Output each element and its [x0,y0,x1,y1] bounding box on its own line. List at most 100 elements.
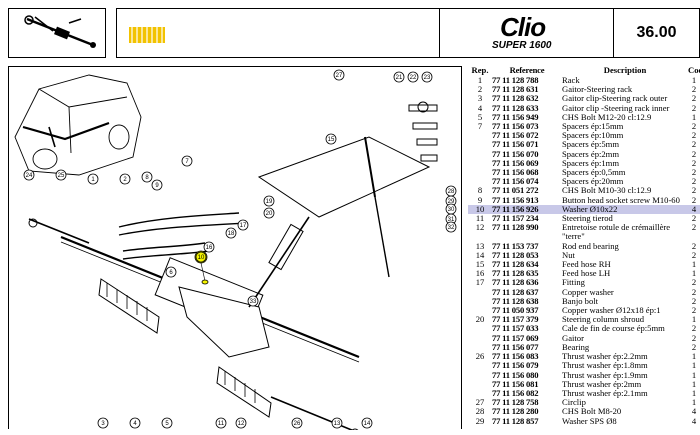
row-description: Copper washer Ø12x18 ép:1 [562,306,661,316]
row-description: Thrust washer ép:2mm [562,379,642,389]
callout-3: 3 [97,417,109,429]
callout-8: 8 [141,171,153,183]
callout-circle [87,173,99,185]
header-description: Description [603,66,647,75]
callout-label: 5 [165,421,169,427]
callout-19: 19 [263,195,275,207]
row-coef: 2 [691,240,697,251]
callout-label: 10 [198,255,205,261]
page-number-text: 36.00 [636,24,677,41]
row-rep: 2 [477,84,483,95]
row-rep [468,324,492,333]
row-description: Circlip [562,398,586,408]
callout-label: 16 [206,245,213,251]
row-description: Steering column shroud [562,315,645,325]
callout-label: 33 [250,299,257,305]
row-description: Button head socket screw M10-60 [562,195,680,205]
table-row[interactable]: "terre" [468,232,700,241]
callout-circle [263,195,275,207]
row-coef: 2 [691,286,697,297]
row-rep [468,297,492,306]
row-reference: 77 11 156 071 [492,139,539,150]
rack-assembly [28,218,360,435]
row-description: Feed hose LH [562,269,611,279]
table-row[interactable]: 77 11 157 033 Cale de fin de course ép:5m… [468,324,700,333]
row-description: Steering tierod [562,214,613,224]
row-coef: 1 [691,387,697,398]
row-coef: 2 [691,93,697,104]
row-description: Gaitor-Steering rack [562,85,633,95]
row-reference: 77 11 128 053 [492,249,539,260]
parts-table-header: Rep. Reference Description Coef [468,65,700,76]
row-description: Cale de fin de course ép:5mm [562,324,665,334]
callout-14: 14 [361,417,373,429]
row-description: Thrust washer ép:1.9mm [562,370,648,380]
row-rep [468,150,492,159]
row-coef: 2 [691,185,697,196]
row-rep: 5 [477,111,483,122]
row-description: Thrust washer ép:2.1mm [562,388,648,398]
car-illustration [14,74,142,176]
callout-27: 27 [333,69,345,81]
row-coef: 2 [691,194,697,205]
row-rep [468,159,492,168]
row-coef: 1 [691,111,697,122]
callout-1: 1 [87,173,99,185]
row-reference: 77 11 128 636 [492,277,539,288]
callout-circle [325,133,337,145]
callout-26: 26 [291,417,303,429]
callout-5: 5 [161,417,173,429]
callout-label: 3 [101,421,105,427]
row-reference: 77 11 157 033 [492,323,539,334]
callout-circle [165,266,177,278]
row-reference: 77 11 156 070 [492,148,539,159]
row-reference: 77 11 128 280 [492,406,539,417]
callout-label: 24 [26,173,33,179]
row-reference: 77 11 156 080 [492,369,539,380]
row-reference: 77 11 156 074 [492,176,539,187]
row-description: Feed hose RH [562,260,611,270]
row-description: Gaitor [562,333,584,343]
callout-circle [161,417,173,429]
row-description: "terre" [562,232,585,242]
callout-circle [421,71,433,83]
callout-circle [151,179,163,191]
callout-label: 27 [336,73,343,79]
